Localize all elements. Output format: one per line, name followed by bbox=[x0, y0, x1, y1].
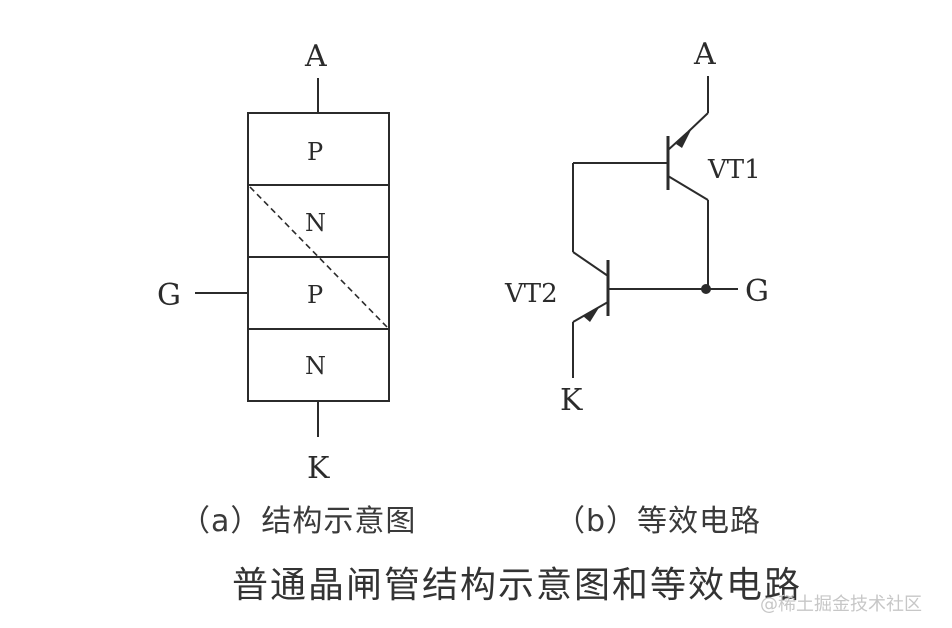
circuit-anode-label: A bbox=[693, 37, 716, 72]
vt1-emitter-arrow bbox=[676, 128, 692, 148]
layer-label-1: P bbox=[307, 138, 323, 166]
circuit-cathode-label: K bbox=[560, 383, 583, 418]
vt2-emitter-arrow bbox=[583, 306, 600, 322]
vt1-collector bbox=[667, 175, 709, 201]
structure-gate-label: G bbox=[157, 278, 181, 313]
split-dashed-line bbox=[249, 186, 388, 328]
watermark: @稀土掘金技术社区 bbox=[760, 594, 922, 615]
caption-structure: （a）结构示意图 bbox=[180, 504, 417, 539]
caption-equivalent-circuit: （b）等效电路 bbox=[555, 504, 762, 539]
gate-junction-dot bbox=[701, 284, 711, 294]
layer-label-2: N bbox=[305, 209, 326, 237]
vt1-emitter bbox=[667, 131, 689, 151]
vt2-collector bbox=[572, 251, 609, 277]
figure-title: 普通晶闸管结构示意图和等效电路 bbox=[232, 565, 803, 606]
layer-label-4: N bbox=[305, 352, 326, 380]
structure-anode-label: A bbox=[304, 39, 327, 74]
vt1-label: VT1 bbox=[707, 155, 761, 185]
structure-cathode-label: K bbox=[307, 451, 330, 486]
vt2-label: VT2 bbox=[504, 279, 558, 309]
layer-label-3: P bbox=[307, 281, 323, 309]
circuit-gate-label: G bbox=[745, 274, 769, 309]
